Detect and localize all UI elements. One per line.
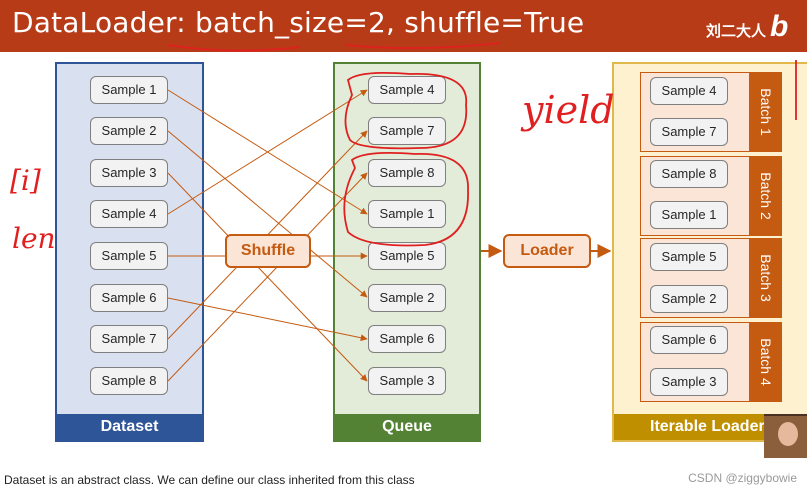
- title-bar: DataLoader: batch_size=2, shuffle=True 刘…: [0, 0, 807, 52]
- batch-2-tag: Batch 2: [749, 156, 782, 236]
- dataset-sample: Sample 1: [90, 76, 168, 104]
- dataset-sample: Sample 7: [90, 325, 168, 353]
- queue-label: Queue: [335, 414, 479, 440]
- dataset-label: Dataset: [57, 414, 202, 440]
- queue-sample: Sample 4: [368, 76, 446, 104]
- queue-sample: Sample 2: [368, 284, 446, 312]
- brand-name: 刘二大人: [706, 23, 767, 40]
- dataset-sample: Sample 3: [90, 159, 168, 187]
- underline-batch-size: [167, 44, 301, 52]
- batch-sample: Sample 1: [650, 201, 728, 229]
- queue-sample: Sample 6: [368, 325, 446, 353]
- batch-sample: Sample 2: [650, 285, 728, 313]
- queue-sample: Sample 3: [368, 367, 446, 395]
- handwritten-yield: yield: [522, 88, 615, 132]
- slide: DataLoader: batch_size=2, shuffle=True 刘…: [0, 0, 807, 458]
- handwritten-index: [i]: [10, 164, 41, 197]
- dataset-sample: Sample 4: [90, 200, 168, 228]
- brand-logo: b: [770, 10, 789, 43]
- batch-sample: Sample 7: [650, 118, 728, 146]
- mapping-line: [167, 297, 368, 342]
- shuffle-box: Shuffle: [225, 234, 311, 268]
- presenter-face: [778, 422, 798, 446]
- dataset-sample: Sample 6: [90, 284, 168, 312]
- handwritten-marks: [167, 42, 797, 247]
- queue-sample: Sample 1: [368, 200, 446, 228]
- connector-lines: [167, 42, 797, 382]
- dataset-sample: Sample 8: [90, 367, 168, 395]
- dataset-sample: Sample 2: [90, 117, 168, 145]
- queue-sample: Sample 7: [368, 117, 446, 145]
- circle-batch-2: [343, 151, 469, 247]
- loader-box: Loader: [503, 234, 591, 268]
- handwritten-len: len: [12, 222, 56, 255]
- underline-shuffle: [344, 42, 501, 49]
- batch-sample: Sample 4: [650, 77, 728, 105]
- dataset-sample: Sample 5: [90, 242, 168, 270]
- batch-1-tag: Batch 1: [749, 72, 782, 152]
- mapping-line: [167, 89, 368, 215]
- mapping-line: [167, 130, 368, 298]
- batch-4-tag: Batch 4: [749, 322, 782, 402]
- mapping-line: [167, 172, 368, 382]
- watermark: CSDN @ziggybowie: [688, 471, 797, 485]
- batch-sample: Sample 5: [650, 243, 728, 271]
- batch-sample: Sample 8: [650, 160, 728, 188]
- slide-title: DataLoader: batch_size=2, shuffle=True: [12, 6, 585, 39]
- queue-sample: Sample 8: [368, 159, 446, 187]
- batch-3-tag: Batch 3: [749, 238, 782, 318]
- batch-sample: Sample 6: [650, 326, 728, 354]
- queue-sample: Sample 5: [368, 242, 446, 270]
- caption: Dataset is an abstract class. We can def…: [4, 473, 415, 487]
- batch-sample: Sample 3: [650, 368, 728, 396]
- circle-batch-1: [344, 71, 468, 150]
